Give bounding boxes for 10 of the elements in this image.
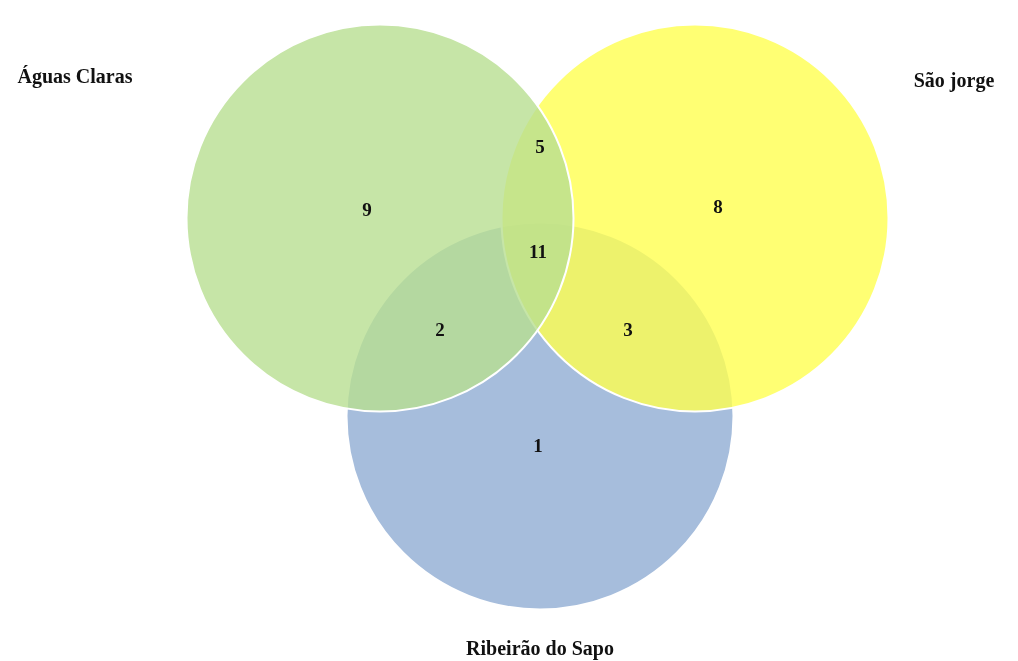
- count-label: 9: [362, 199, 372, 221]
- count-label: 2: [435, 319, 445, 341]
- set-title: Águas Claras: [17, 64, 133, 88]
- set-title: São jorge: [913, 68, 995, 92]
- count-label: 3: [623, 319, 633, 341]
- set-title: Ribeirão do Sapo: [466, 636, 614, 660]
- count-label: 8: [713, 196, 723, 218]
- count-label: 1: [533, 435, 543, 457]
- count-label: 5: [535, 136, 545, 158]
- count-label: 11: [529, 241, 547, 263]
